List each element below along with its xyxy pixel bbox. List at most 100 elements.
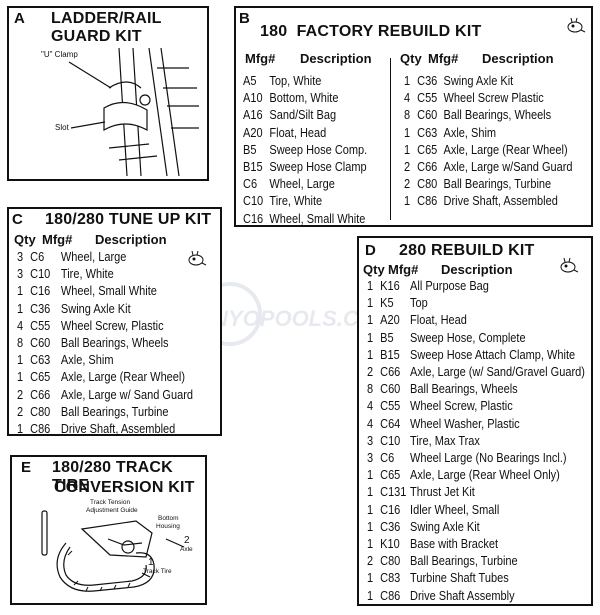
item-desc: Wheel Large (No Bearings Incl.) [410,451,567,465]
panel-c-letter: C [12,211,23,228]
item-qty: 1 [403,142,411,157]
panel-e-title-line1: 180/280 TRACK TIRE [52,459,173,494]
item-qty: 8 [16,336,24,350]
item-mfg: C65 [30,370,51,385]
item-desc: Base with Bracket [410,537,499,551]
item-mfg: C60 [417,108,438,123]
item-desc: Axle, Shim [60,353,114,368]
item-mfg: C6 [30,250,45,264]
b-right-header-qty: Qty [400,51,422,66]
item-qty: 2 [16,387,24,402]
axle-qty: 2 [184,535,190,546]
item-qty: 2 [366,365,374,379]
item-mfg: C36 [30,301,51,316]
item-mfg: C6 [243,177,258,192]
item-mfg: C60 [30,336,51,350]
item-mfg: C66 [380,365,401,379]
item-desc: Axle, Large (w/ Sand/Gravel Guard) [410,365,585,379]
panel-e-letter: E [21,459,32,476]
list-item: C10 Tire, White [243,194,322,208]
item-desc: Tire, Max Trax [410,433,480,448]
item-desc: Sweep Hose Comp. [269,142,368,157]
item-qty: 4 [403,91,411,106]
item-mfg: C16 [243,211,264,226]
item-mfg: C10 [243,194,264,209]
housing-label-2: Housing [156,523,180,530]
b-right-header-desc: Description [482,51,554,66]
list-item: 2 C66 Axle, Large w/ Sand Guard [9,388,193,402]
item-qty: 2 [16,404,24,419]
item-mfg: C80 [417,177,438,192]
guide-label-2: Adjustment Guide [86,507,138,514]
item-mfg: C65 [380,468,401,483]
item-mfg: C86 [380,588,401,603]
item-desc: Axle, Large w/Sand Guard [443,160,573,174]
panel-d-title: 280 REBUILD KIT [399,242,535,259]
item-mfg: C10 [380,433,401,448]
item-mfg: C36 [417,74,438,88]
mascot-icon [559,256,579,279]
item-mfg: C66 [417,160,438,174]
item-desc: Drive Shaft, Assembled [443,194,558,209]
item-desc: Swing Axle Kit [443,74,514,88]
panel-e-title-line2: CONVERSION KIT [54,479,195,496]
item-desc: Sweep Hose Clamp [269,160,367,174]
item-qty: 1 [16,353,24,368]
item-desc: Axle, Large w/ Sand Guard [60,387,194,402]
axle-label: Axle [180,546,193,553]
item-desc: Float, Head [269,125,327,140]
item-mfg: C66 [30,387,51,402]
item-desc: Sweep Hose Attach Clamp, White [410,347,576,362]
item-desc: Turbine Shaft Tubes [410,571,509,586]
item-mfg: K5 [380,296,394,311]
item-desc: Axle, Large (Rear Wheel) [60,370,186,385]
item-mfg: C80 [380,554,401,569]
item-mfg: C55 [417,91,438,106]
item-desc: Tire, White [269,194,323,209]
item-qty: 1 [366,502,374,517]
item-mfg: A20 [380,313,400,328]
item-desc: Idler Wheel, Small [410,502,500,517]
guide-label-1: Track Tension [90,499,131,506]
item-mfg: C16 [380,502,401,517]
tire-label: Track Tire [143,568,172,575]
panel-e-track-tire-conversion-kit: E 180/280 TRACK TIRE CONVERSION KIT Trac… [10,455,207,605]
item-mfg: C64 [380,416,401,431]
item-desc: Wheel, Small White [60,284,157,299]
item-mfg: C6 [380,451,395,465]
item-mfg: A5 [243,74,257,88]
item-desc: Swing Axle Kit [410,519,480,534]
panel-a-letter: A [14,10,25,27]
item-desc: Wheel Washer, Plastic [410,416,520,431]
item-qty: 1 [16,422,24,436]
panel-a-title-line1: LADDER/RAIL [51,10,162,27]
item-mfg: C36 [380,519,401,534]
item-mfg: B5 [380,330,394,345]
item-qty: 8 [403,108,411,123]
item-qty: 2 [403,160,411,174]
item-mfg: B15 [380,347,400,362]
item-qty: 1 [16,284,24,299]
panel-b-180-factory-rebuild-kit: B 180 FACTORY REBUILD KIT Mfg# Descripti… [234,6,593,227]
